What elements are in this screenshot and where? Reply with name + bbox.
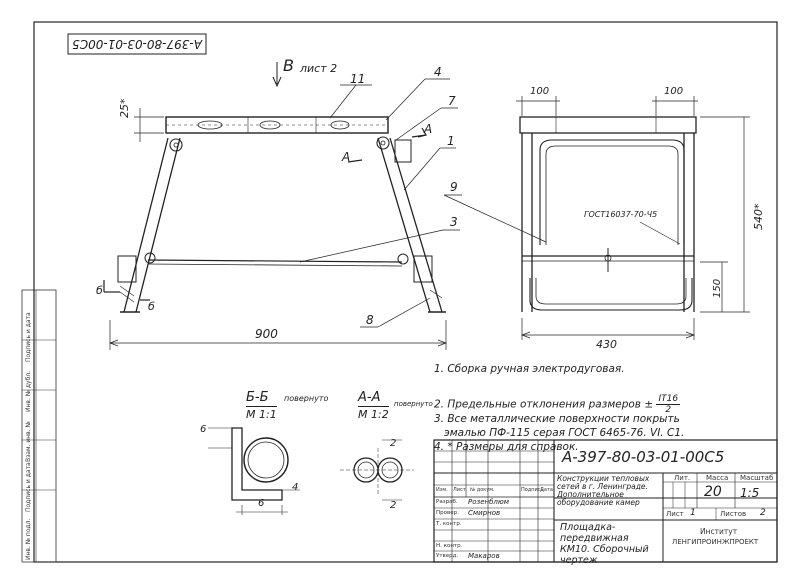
note-3: 3. Все металлические поверхности покрыть (434, 413, 680, 425)
tb-sheet-label: Лист (666, 510, 684, 518)
section-b-marker-left: б (96, 284, 103, 297)
note-1: 1. Сборка ручная электродуговая. (434, 363, 625, 375)
section-bb-title: Б-Б (246, 390, 269, 405)
tb-sheet-title: Площадка-передвижная КМ10. Сборочный чер… (560, 522, 649, 566)
view-b-label: В (283, 56, 294, 75)
section-bb-scale: М 1:1 (246, 406, 277, 421)
section-aa-title: А-А (358, 390, 381, 405)
note-4: 4. * Размеры для справок. (434, 441, 579, 453)
tb-name-5: Макаров (468, 552, 500, 560)
section-aa-rotated: повернуто (394, 400, 433, 408)
section-aa (340, 439, 414, 501)
bb-dim-6a: 6 (200, 424, 207, 435)
side-strip (21, 289, 57, 563)
tb-doc-code: А-397-80-03-01-00С5 (562, 448, 725, 466)
bb-dim-4: 4 (292, 482, 299, 493)
callout-1: 1 (447, 134, 455, 148)
tb-col-list: Лист. (453, 487, 468, 493)
dim-side-top-left: 100 (530, 86, 550, 97)
dim-height-offset: 25* (118, 98, 131, 119)
callout-leaders (299, 78, 547, 328)
tb-mass: 20 (704, 484, 722, 500)
side-label-2: Взам. инв. № (25, 421, 32, 462)
front-view (117, 116, 446, 313)
tolerance-den: 2 (665, 405, 672, 415)
section-bb (208, 427, 300, 515)
title-block (433, 439, 778, 563)
tb-name-1: Смирнов (468, 509, 501, 517)
tb-col-mass: Масса (706, 474, 729, 482)
tb-scale: 1:5 (740, 486, 760, 500)
dim-side-top-right: 100 (664, 86, 684, 97)
side-dims (516, 96, 750, 340)
section-aa-scale: М 1:2 (358, 406, 389, 421)
aa-dim-2b: 2 (390, 500, 397, 511)
tb-sheet-no: 1 (690, 508, 696, 518)
tb-role-0: Разраб. (436, 499, 458, 505)
gost-weld-label: ГОСТ16037-70-Ч5 (584, 210, 658, 219)
callout-7: 7 (448, 94, 456, 108)
tolerance-num: IT16 (656, 394, 681, 405)
dim-side-lower: 150 (712, 278, 723, 298)
top-stamp-box (67, 33, 207, 55)
tb-col-scale: Масштаб (740, 474, 774, 482)
sheet-frame (33, 21, 778, 563)
section-b-marker-right: б (148, 300, 155, 313)
note-2: 2. Предельные отклонения размеров ± IT16… (434, 394, 681, 415)
side-label-0: Инв. № подл. (25, 518, 32, 560)
tb-org1: Институт (700, 527, 738, 536)
section-a-marker-left: А (342, 150, 351, 164)
tb-col-sign: Подпись (521, 487, 544, 493)
side-label-1: Подпись и дата (25, 462, 32, 512)
callout-3: 3 (450, 215, 458, 229)
view-b-sheet: лист 2 (300, 62, 338, 75)
tb-role-4: Н. контр. (436, 543, 463, 549)
dim-900 (109, 320, 447, 350)
side-view (519, 116, 697, 312)
tolerance-fraction: IT16 2 (656, 394, 681, 415)
callout-9: 9 (450, 180, 458, 194)
view-b-arrow (272, 62, 282, 88)
side-label-4: Подпись и дата (25, 312, 32, 362)
tb-role-2: Т. контр. (436, 521, 462, 527)
tb-project-name: Конструкции тепловых сетей в г. Ленингра… (557, 474, 650, 507)
note-3-cont: эмалью ПФ-115 серая ГОСТ 6465-76. VI. С1… (444, 427, 685, 439)
callout-8: 8 (366, 313, 374, 327)
dim-width-main: 900 (255, 327, 278, 341)
section-bb-rotated: повернуто (284, 394, 329, 403)
dim-side-height: 540* (752, 203, 765, 231)
side-label-3: Инв. № дубл. (25, 370, 32, 412)
tb-sheets-label: Листов (720, 510, 747, 518)
section-a-marker-right: А (424, 122, 433, 136)
tb-role-1: Провер. (436, 510, 459, 516)
tb-col-izm: Изм. (436, 487, 448, 493)
tb-col-date: Дата (540, 487, 553, 493)
tb-col-doc: № докум. (470, 487, 495, 493)
aa-dim-2a: 2 (390, 438, 397, 449)
tb-role-5: Утверд. (436, 553, 459, 559)
dim-side-width: 430 (596, 338, 617, 351)
bb-dim-6b: 6 (258, 498, 265, 509)
tb-sheets-total: 2 (760, 508, 766, 518)
tb-col-lit: Лит. (674, 474, 691, 482)
tb-name-0: Розенблюм (468, 498, 510, 506)
top-stamp: А-397-80-03-01-00С5 (72, 37, 202, 51)
note-2-text: 2. Предельные отклонения размеров ± (434, 398, 654, 411)
tb-org2: ЛЕНГИПРОИНЖПРОЕКТ (672, 538, 759, 546)
callout-4: 4 (434, 65, 442, 79)
callout-11: 11 (350, 72, 366, 86)
